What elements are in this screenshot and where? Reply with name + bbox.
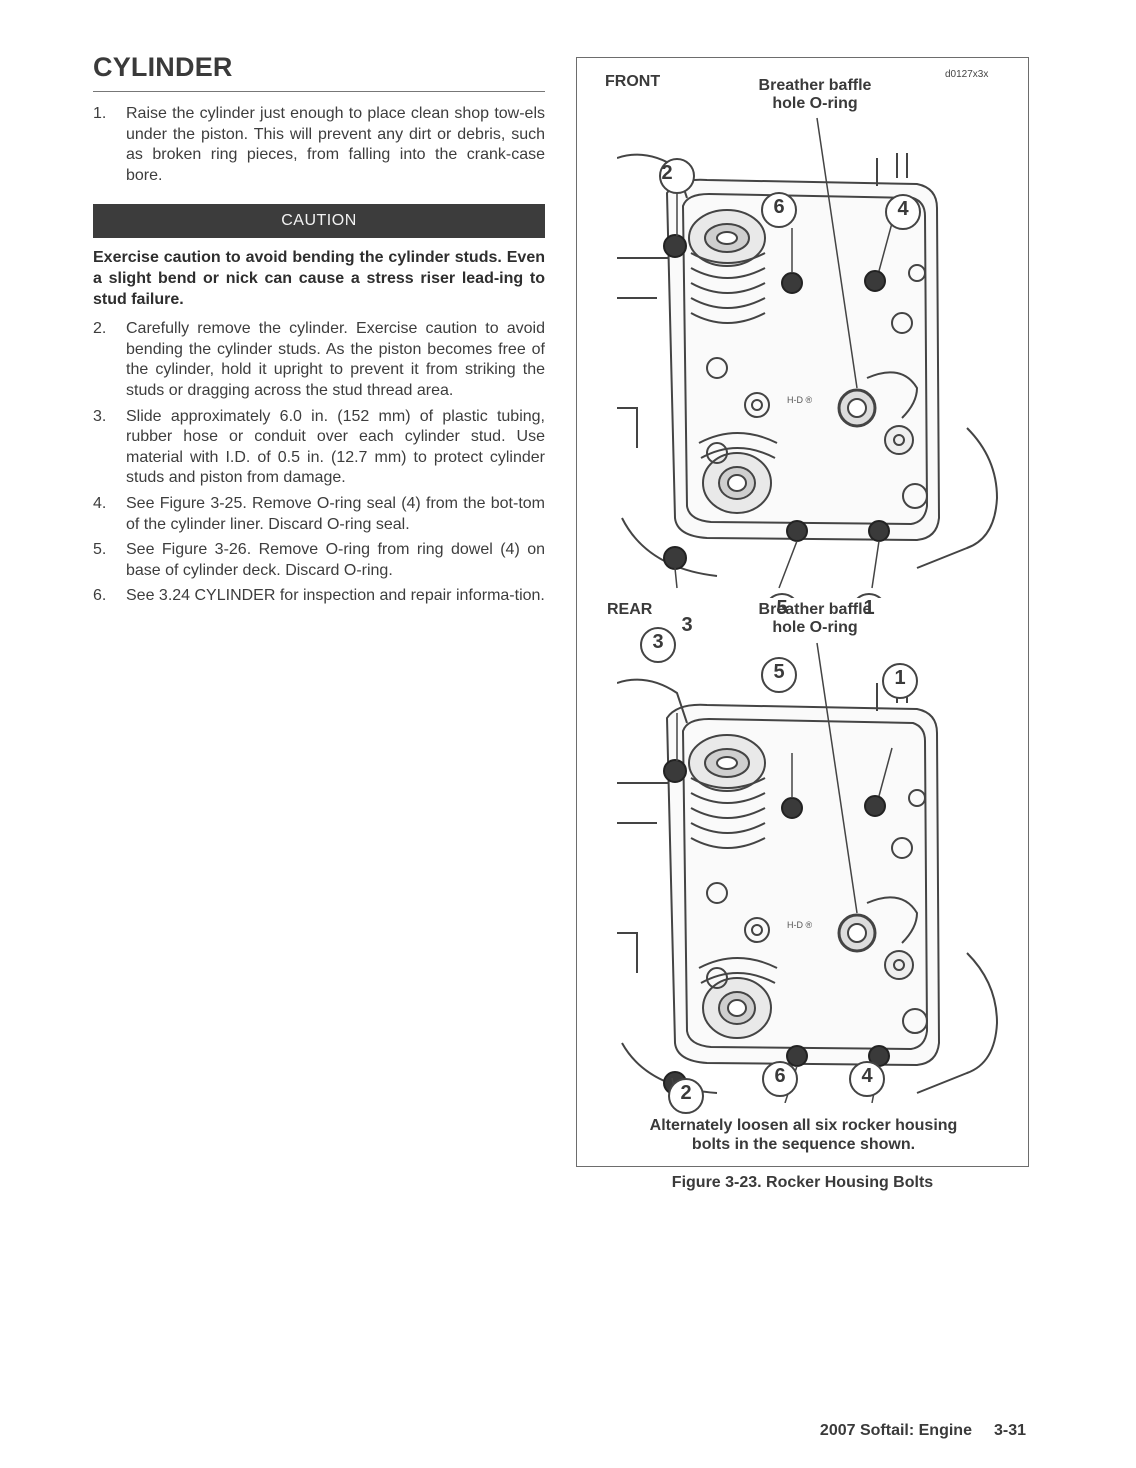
rear-callout-bm: 6 bbox=[774, 1065, 786, 1087]
footer-page-number: 3-31 bbox=[993, 1422, 1026, 1439]
step-number: 4. bbox=[93, 494, 107, 512]
rear-callout-circles bbox=[640, 627, 918, 1114]
steps-list-b: 2. Carefully remove the cylinder. Exerci… bbox=[93, 319, 545, 607]
front-callout-tm: 6 bbox=[773, 196, 785, 218]
step-item: 1. Raise the cylinder just enough to pla… bbox=[93, 104, 545, 186]
breather-baffle-callout-front: Breather baffle hole O-ring bbox=[745, 77, 885, 113]
step-item: 3. Slide approximately 6.0 in. (152 mm) … bbox=[93, 407, 545, 489]
front-callout-tr: 4 bbox=[897, 198, 909, 220]
step-text: See Figure 3-25. Remove O-ring seal (4) … bbox=[126, 494, 545, 533]
footer-manual: 2007 Softail: Engine bbox=[819, 1422, 972, 1439]
caution-banner: CAUTION bbox=[93, 204, 545, 239]
callout-line-1: Breather baffle bbox=[758, 77, 872, 94]
step-item: 6. See 3.24 CYLINDER for inspection and … bbox=[93, 586, 545, 607]
front-callout-tl: 2 bbox=[661, 162, 673, 184]
text-column: CYLINDER 1. Raise the cylinder just enou… bbox=[93, 50, 545, 612]
rear-callout-bl: 2 bbox=[680, 1082, 692, 1104]
step-item: 4. See Figure 3-25. Remove O-ring seal (… bbox=[93, 494, 545, 535]
rear-label: REAR bbox=[607, 601, 653, 618]
front-callout-bl: 3 bbox=[681, 614, 693, 636]
front-label: FRONT bbox=[605, 73, 661, 90]
callout-circles-front bbox=[659, 158, 921, 598]
svg-text:H-D ®: H-D ® bbox=[787, 395, 812, 405]
step-item: 5. See Figure 3-26. Remove O-ring from r… bbox=[93, 540, 545, 581]
title-rule bbox=[93, 91, 545, 92]
step-number: 3. bbox=[93, 407, 107, 425]
rear-callout-tr: 1 bbox=[894, 667, 906, 689]
page-footer: 2007 Softail: Engine 3-31 bbox=[820, 1422, 1026, 1440]
steps-list-a: 1. Raise the cylinder just enough to pla… bbox=[93, 104, 545, 186]
step-number: 2. bbox=[93, 320, 107, 338]
rear-callout-tl: 3 bbox=[652, 631, 664, 653]
rear-callout-tm: 5 bbox=[773, 661, 785, 683]
callout-line-2: hole O-ring bbox=[772, 619, 858, 636]
step-number: 5. bbox=[93, 541, 107, 559]
step-number: 6. bbox=[93, 587, 107, 605]
section-title: CYLINDER bbox=[93, 52, 233, 82]
callout-line-2: hole O-ring bbox=[772, 95, 858, 112]
caution-text: Exercise caution to avoid bending the cy… bbox=[93, 249, 545, 308]
figure-id: d0127x3x bbox=[945, 69, 989, 80]
figure-note-line-2: bolts in the sequence shown. bbox=[691, 1136, 916, 1153]
figure-box: FRONT d0127x3x Breather baffle hole O-ri… bbox=[576, 57, 1029, 1167]
front-callout-br: 1 bbox=[863, 597, 875, 619]
figure-note-line-1: Alternately loosen all six rocker housin… bbox=[649, 1117, 958, 1134]
figure-title: Figure 3-23. Rocker Housing Bolts bbox=[671, 1174, 934, 1191]
step-number: 1. bbox=[93, 105, 107, 122]
svg-text:H-D ®: H-D ® bbox=[787, 920, 812, 930]
step-text: Raise the cylinder just enough to place … bbox=[126, 105, 545, 184]
step-text: Carefully remove the cylinder. Exercise … bbox=[126, 320, 545, 399]
breather-baffle-callout-rear: Breather baffle hole O-ring bbox=[745, 601, 885, 637]
rear-callout-br: 4 bbox=[861, 1065, 873, 1087]
figure-note: Alternately loosen all six rocker housin… bbox=[577, 1116, 1030, 1154]
step-text: See 3.24 CYLINDER for inspection and rep… bbox=[126, 587, 545, 605]
step-text: See Figure 3-26. Remove O-ring from ring… bbox=[126, 541, 545, 579]
step-item: 2. Carefully remove the cylinder. Exerci… bbox=[93, 319, 545, 401]
front-rocker-housing-illustration: H-D ® bbox=[617, 117, 999, 598]
step-text: Slide approximately 6.0 in. (152 mm) of … bbox=[126, 407, 545, 487]
callout-line-1: Breather baffle bbox=[758, 601, 872, 618]
front-callout-bm: 5 bbox=[776, 597, 788, 619]
